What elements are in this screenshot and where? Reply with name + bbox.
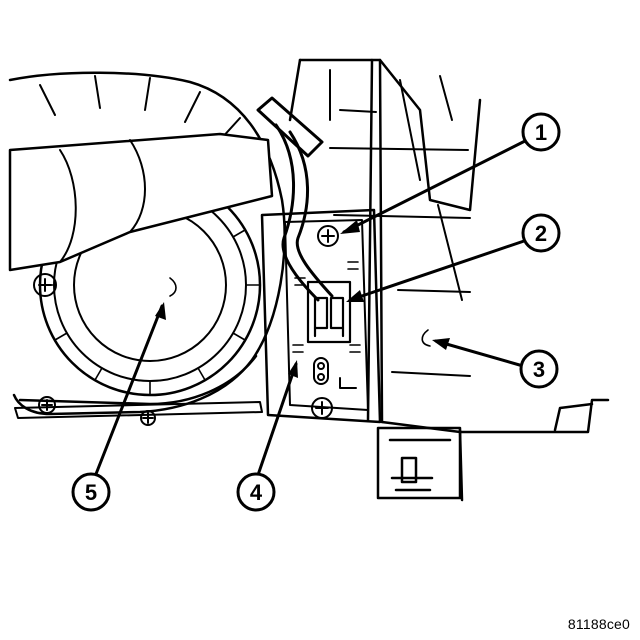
leader-line-4 [256, 362, 298, 477]
arrowhead-5 [155, 302, 166, 320]
leader-line-5 [94, 304, 164, 476]
blower-cover [8, 132, 274, 272]
arrowhead-1 [340, 220, 360, 234]
arrowhead-2 [346, 290, 364, 302]
callout-label-1: 1 [535, 120, 547, 145]
callout-label-3: 3 [533, 357, 545, 382]
bracket-screws [311, 225, 357, 419]
callout-circles [71, 112, 561, 512]
leader-lines [94, 138, 529, 477]
arrowhead-3 [432, 338, 450, 350]
callout-label-2: 2 [535, 221, 547, 246]
callout-circle-2 [521, 213, 561, 253]
blower-screws [33, 273, 156, 426]
wire-harness [256, 96, 334, 302]
callout-numbers: 1 2 3 4 5 [85, 120, 547, 505]
leader-line-3 [434, 339, 525, 368]
figure-id: 81188ce0 [567, 616, 630, 632]
wire-connector [306, 280, 352, 344]
arrowhead-4 [288, 360, 298, 378]
callout-circle-1 [521, 112, 561, 152]
callout-label-4: 4 [250, 480, 263, 505]
case-drain-bracket [376, 426, 462, 500]
hvac-case [288, 58, 610, 502]
callout-circle-5 [71, 472, 111, 512]
arrowheads [155, 220, 450, 378]
callout-circle-4 [236, 472, 276, 512]
callout-label-5: 5 [85, 480, 97, 505]
leader-line-2 [348, 238, 529, 302]
leader-line-1 [342, 138, 529, 234]
callout-circle-3 [519, 349, 559, 389]
